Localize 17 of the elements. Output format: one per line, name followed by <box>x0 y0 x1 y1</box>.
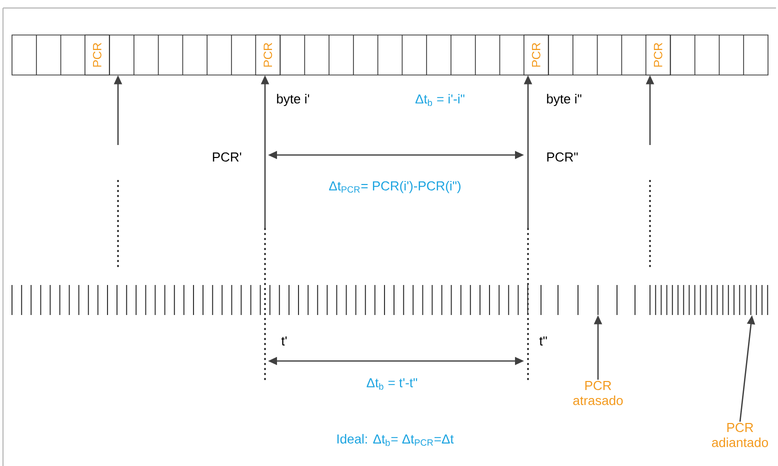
pcr-cell: PCR <box>255 34 280 76</box>
text-label: byte i' <box>277 94 310 106</box>
formula-label: Δt$_{PCR}$= PCR(i')-PCR(i") <box>329 180 460 194</box>
text-label: PCR" <box>547 152 578 162</box>
text-label: byte i" <box>547 94 582 106</box>
formula-label: Ideal: Δt$_{b}$= Δt$_{PCR}$=Δt <box>337 434 454 446</box>
clock-pulse-train <box>12 284 768 316</box>
formula-label: Δt$_{b}$ = t'-t" <box>366 378 418 390</box>
annotation-text: PCR adiantado <box>712 422 768 448</box>
pcr-cell: PCR <box>84 34 110 76</box>
formula-label: Δt$_{b}$ = i'-i" <box>415 94 464 106</box>
text-label: PCR' <box>212 152 242 162</box>
pcr-cell: PCR <box>524 34 549 76</box>
pcr-cell: PCR <box>645 34 671 76</box>
text-label: t" <box>539 336 547 346</box>
text-label: t' <box>281 336 287 346</box>
annotation-text: PCR atrasado <box>573 380 623 406</box>
